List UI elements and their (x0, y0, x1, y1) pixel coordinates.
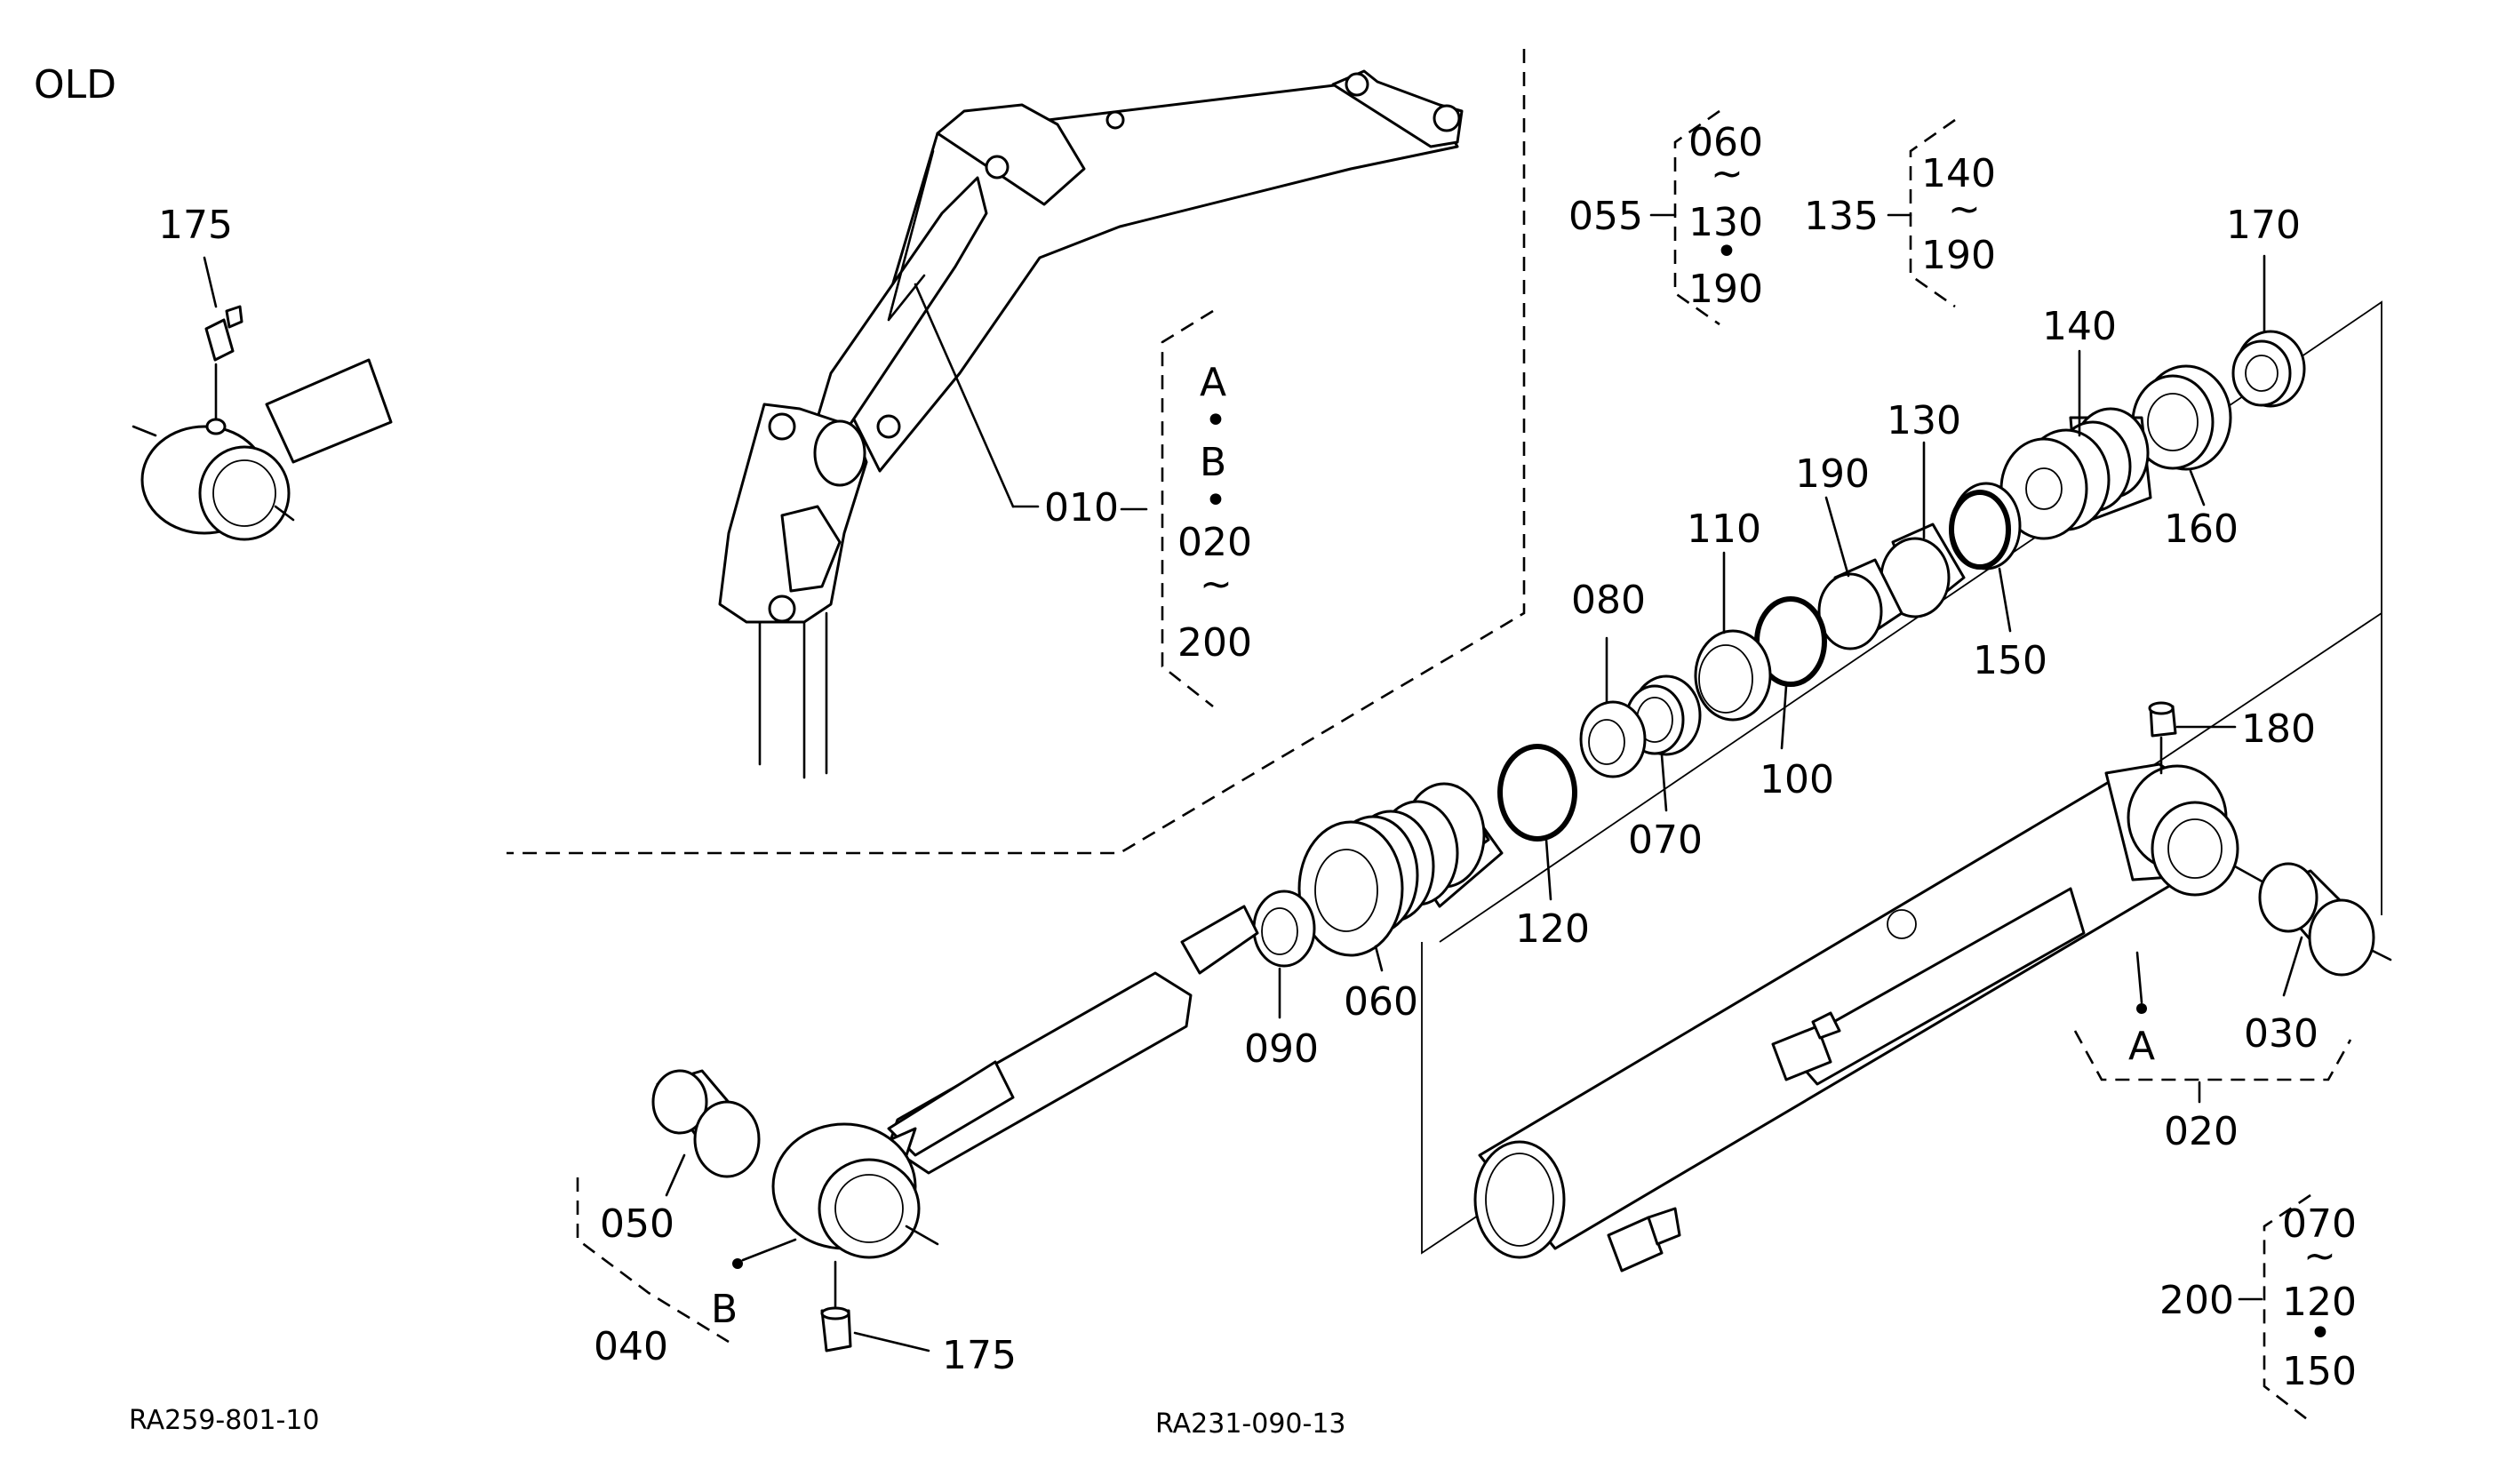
group-010-5: ~ (1200, 562, 1233, 607)
mark-b-dot (732, 1258, 743, 1269)
group-200-4: 150 (2282, 1349, 2357, 1394)
part-050-bushing (651, 1069, 761, 1178)
callout-140: 140 (2042, 304, 2117, 349)
group-055-1: ~ (1711, 151, 1744, 196)
parts-axis-line (1439, 300, 2382, 943)
callout-170: 170 (2226, 203, 2301, 248)
bracket-010 (1161, 309, 1214, 708)
callout-190: 190 (1795, 451, 1870, 497)
part-060-gland (1297, 782, 1504, 957)
part-070-ring (1624, 674, 1702, 756)
group-010-6: 200 (1177, 620, 1252, 666)
old-rod-end-inset (132, 305, 393, 541)
callout-030: 030 (2244, 1011, 2318, 1057)
leader-100 (1780, 684, 1788, 750)
leader-mark-a (2135, 951, 2143, 1004)
group-200-3: • (2309, 1311, 2332, 1356)
leader-150 (1998, 567, 2012, 633)
callout-070: 070 (1628, 818, 1703, 863)
callout-080: 080 (1571, 578, 1646, 623)
part-180-grease-fitting (2148, 701, 2177, 775)
callout-200: 200 (2159, 1278, 2234, 1323)
group-135-2: 190 (1921, 233, 1996, 278)
part-110-ring (1694, 629, 1772, 722)
callout-110: 110 (1687, 507, 1761, 552)
leader-190 (1824, 496, 1850, 578)
part-120-oring (1497, 744, 1577, 842)
part-190-bushing (1817, 558, 1903, 650)
callout-020: 020 (2164, 1109, 2239, 1154)
diagram-title: OLD (34, 62, 116, 108)
leader-160 (2189, 469, 2206, 507)
group-010-2: B (1200, 440, 1226, 485)
callout-100: 100 (1760, 757, 1834, 802)
group-200-2: 120 (2282, 1280, 2357, 1325)
image-ref-center: RA231-090-13 (1155, 1408, 1346, 1440)
part-130-bushing (1880, 523, 1966, 618)
leader-175b (853, 1331, 930, 1352)
part-170-nut (2231, 330, 2306, 408)
callout-010: 010 (1044, 485, 1119, 531)
leader-010-a (914, 283, 1015, 508)
group-135-1: ~ (1948, 187, 1981, 232)
group-055-4: 190 (1688, 267, 1763, 312)
callout-160: 160 (2164, 507, 2239, 552)
part-175-grease-fitting (820, 1260, 852, 1352)
callout-175a: 175 (158, 203, 233, 248)
callout-120: 120 (1515, 906, 1590, 952)
callout-040: 040 (594, 1324, 668, 1369)
leader-mark-b (741, 1238, 797, 1262)
group-200-1: ~ (2303, 1233, 2336, 1279)
leader-120 (1544, 838, 1552, 901)
leader-070 (1660, 754, 1668, 812)
leader-030 (2282, 936, 2303, 997)
callout-175b: 175 (942, 1333, 1017, 1378)
cylinder-tube (1473, 762, 2277, 1273)
bracket-020 (2073, 1030, 2352, 1081)
part-080-ring (1579, 700, 1647, 778)
callout-150: 150 (1973, 638, 2047, 683)
machine-boom-arm (718, 69, 1464, 779)
callout-055: 055 (1568, 194, 1643, 239)
part-030-bushing (2258, 862, 2392, 977)
callout-060: 060 (1344, 979, 1418, 1025)
callout-130: 130 (1887, 398, 1961, 443)
group-010-4: 020 (1177, 520, 1252, 565)
leader-175a (203, 256, 218, 308)
group-055-2: 130 (1688, 200, 1763, 245)
image-ref-left: RA259-801-10 (129, 1405, 320, 1436)
callout-135: 135 (1804, 194, 1879, 239)
group-010-1: • (1204, 398, 1227, 443)
mark-a-dot (2136, 1003, 2147, 1014)
mark-a: A (2128, 1024, 2155, 1069)
group-010-3: • (1204, 478, 1227, 523)
boom-dashed-boundary (507, 49, 1526, 855)
bracket-055 (1673, 109, 1720, 326)
bracket-200 (2263, 1193, 2311, 1424)
part-090-seal (1252, 890, 1316, 968)
bracket-040 (576, 1177, 730, 1344)
group-135-0: 140 (1921, 151, 1996, 196)
part-140-piston (1999, 407, 2152, 540)
piston-rod (771, 905, 1259, 1259)
part-150-ring (1949, 482, 2022, 570)
group-055-3: • (1715, 229, 1738, 275)
leader-050 (665, 1153, 686, 1197)
group-200-0: 070 (2282, 1201, 2357, 1247)
bracket-135 (1909, 118, 1956, 308)
callout-090: 090 (1244, 1026, 1319, 1072)
mark-b: B (711, 1287, 738, 1332)
group-055-0: 060 (1688, 120, 1763, 165)
callout-050: 050 (600, 1201, 674, 1247)
callout-180: 180 (2241, 706, 2316, 752)
group-010-0: A (1200, 360, 1226, 405)
leader-060 (1374, 945, 1384, 972)
